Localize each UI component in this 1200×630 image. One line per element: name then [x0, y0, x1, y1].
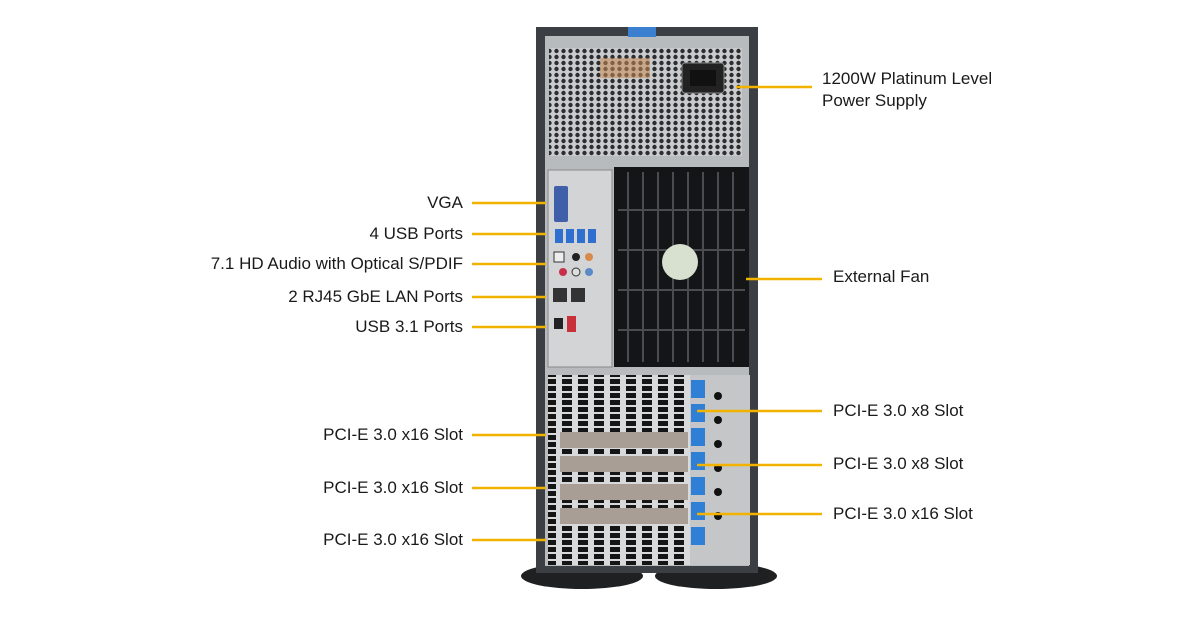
vga-port	[554, 186, 568, 222]
label-pcie-x16-1: PCI-E 3.0 x16 Slot	[323, 425, 463, 444]
audio-ports	[553, 251, 593, 277]
label-hd-audio: 7.1 HD Audio with Optical S/PDIF	[210, 254, 463, 273]
label-usb-ports: 4 USB Ports	[369, 224, 463, 243]
label-pcie-x16-3: PCI-E 3.0 x16 Slot	[323, 530, 463, 549]
label-power-supply-line1: 1200W Platinum Level	[822, 69, 993, 88]
label-pcie-x8-1: PCI-E 3.0 x8 Slot	[833, 401, 964, 420]
label-pcie-x16-2: PCI-E 3.0 x16 Slot	[323, 478, 463, 497]
label-lan-ports: 2 RJ45 GbE LAN Ports	[288, 287, 463, 306]
pcie-clips	[691, 380, 705, 545]
label-power-supply-line2: Power Supply	[822, 91, 927, 110]
usb-ports	[555, 229, 596, 243]
label-pcie-x8-2: PCI-E 3.0 x8 Slot	[833, 454, 964, 473]
fan-hub	[662, 244, 698, 280]
usb31-ports	[554, 316, 576, 332]
leader-lines	[472, 85, 822, 542]
label-external-fan: External Fan	[833, 267, 930, 286]
label-usb31-ports: USB 3.1 Ports	[355, 317, 463, 336]
label-vga: VGA	[427, 193, 463, 212]
lan-ports	[553, 288, 585, 302]
top-latch	[628, 27, 656, 37]
label-pcie-x16-4: PCI-E 3.0 x16 Slot	[833, 504, 973, 523]
